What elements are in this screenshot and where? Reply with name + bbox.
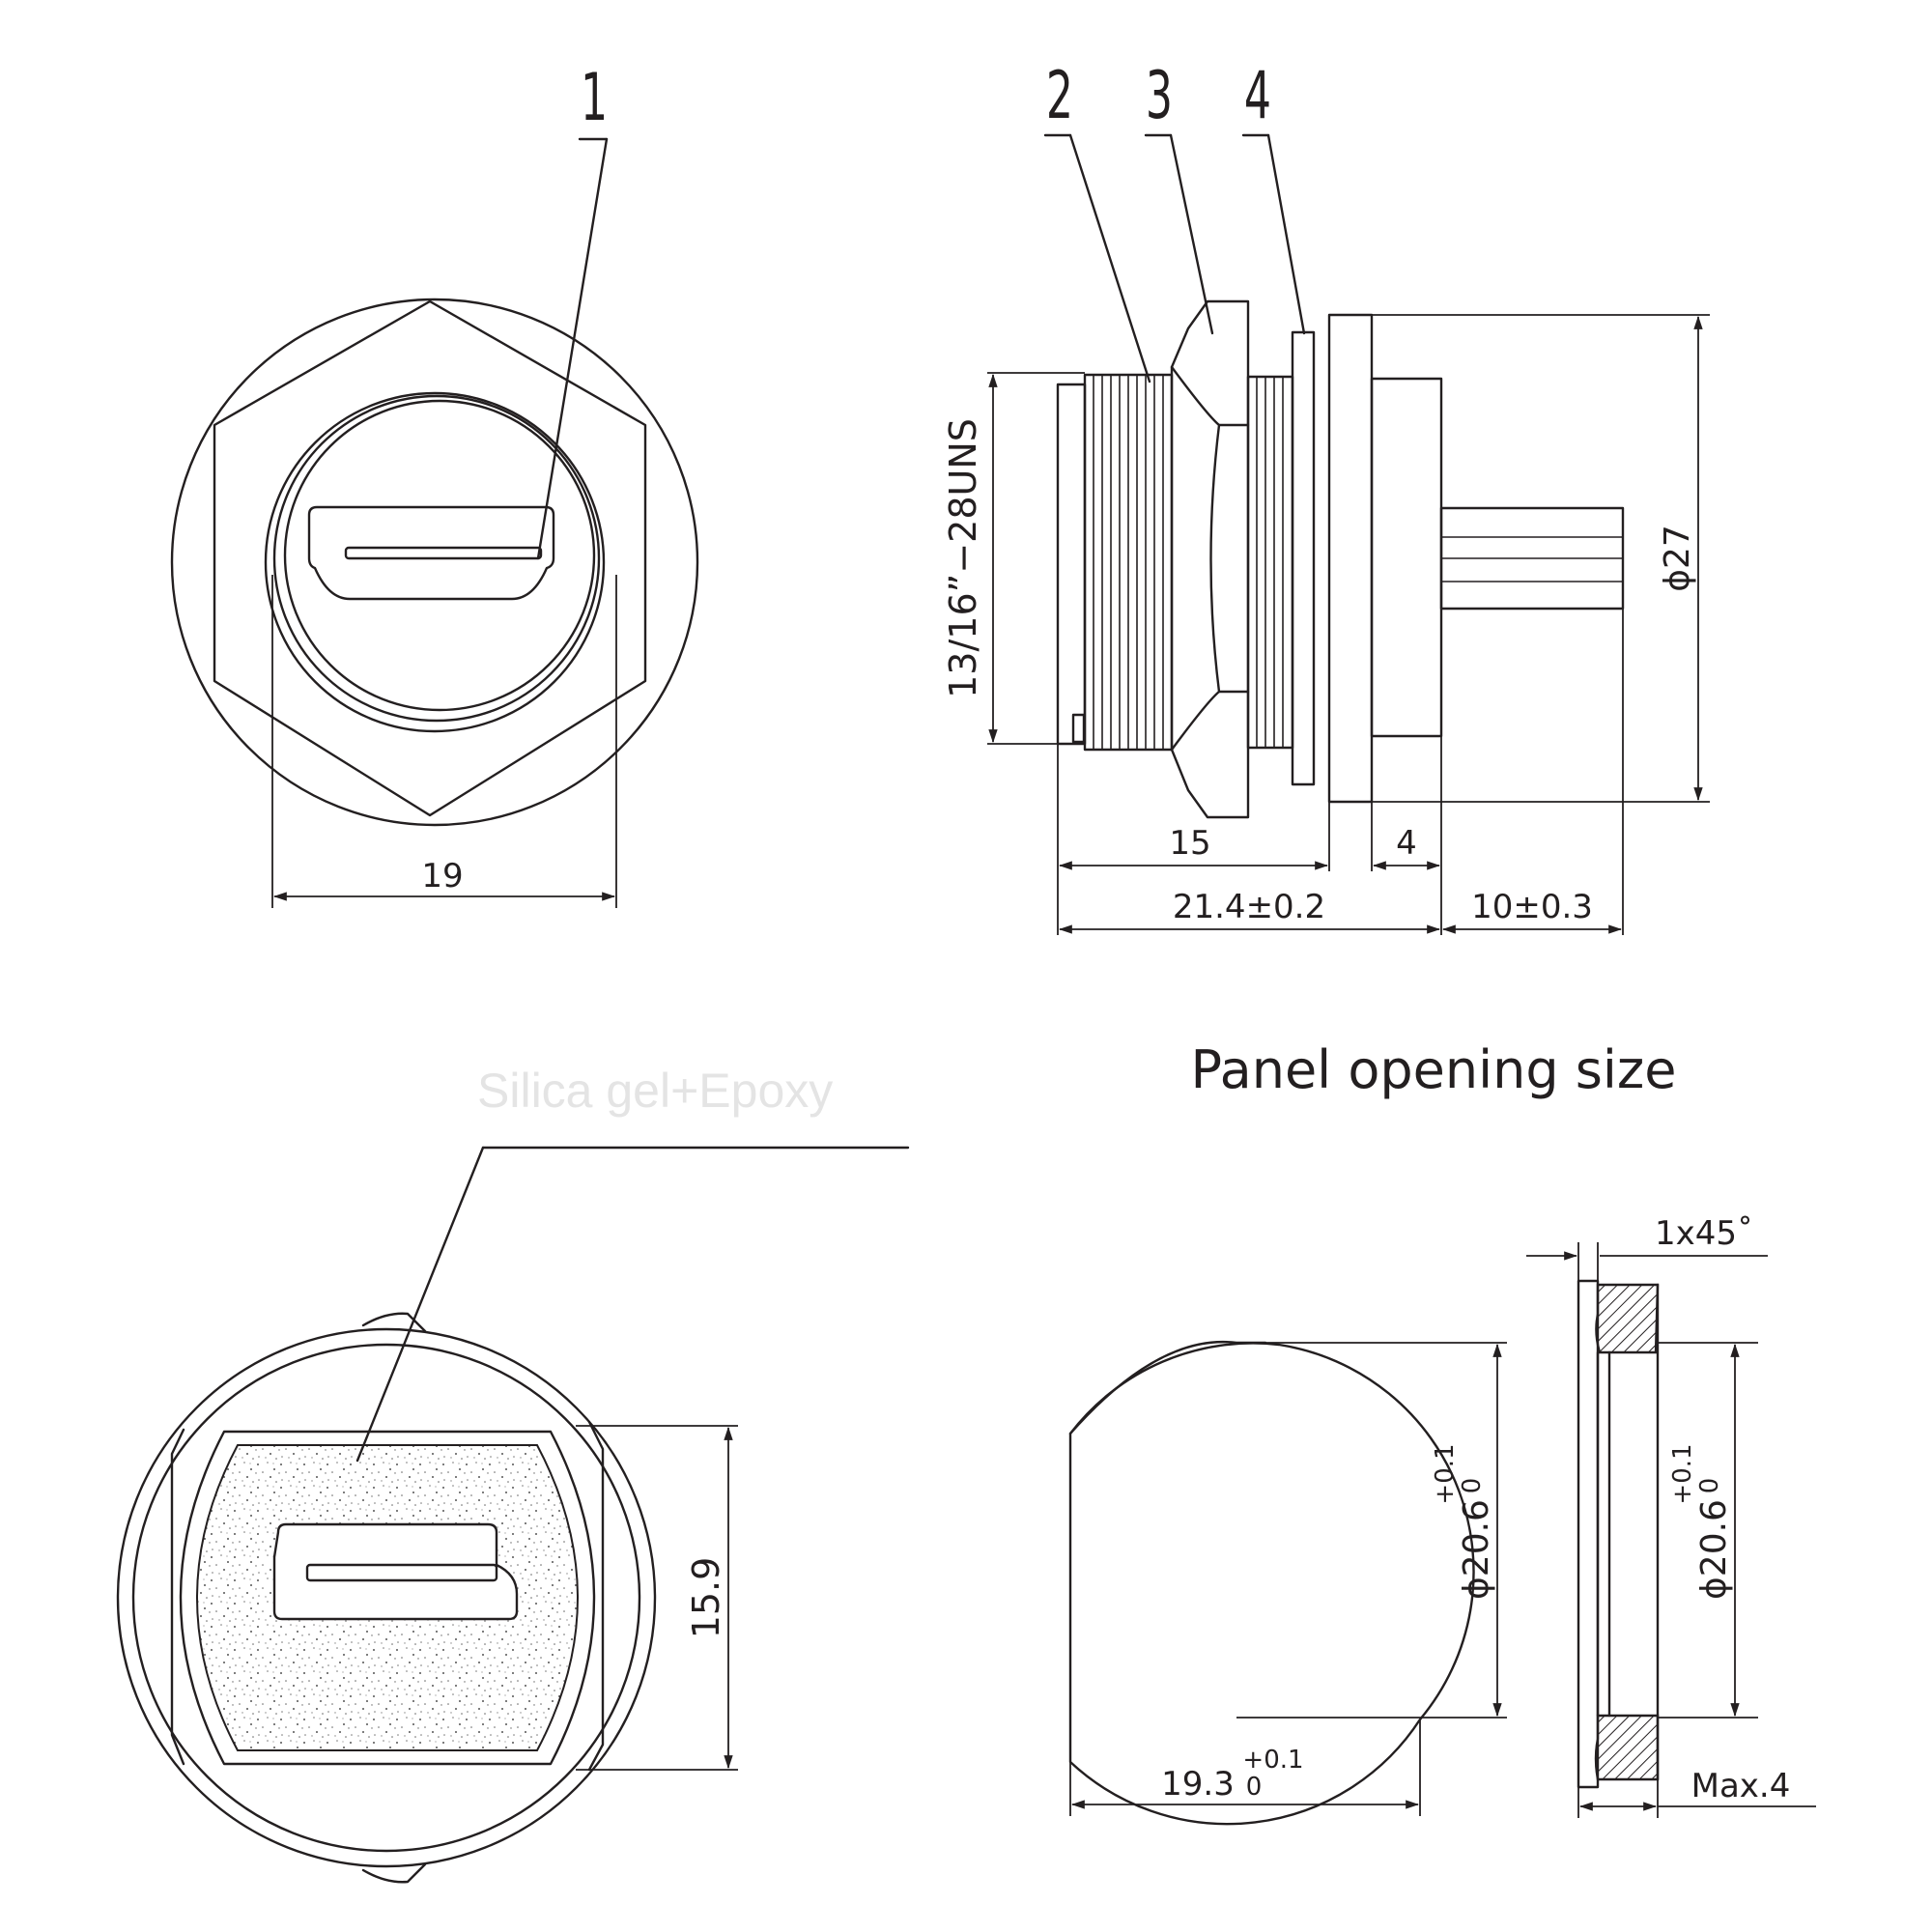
dia-20-6-b-label: ϕ20.6 [1694,1499,1734,1600]
leader-line-2 [1068,133,1151,384]
flange [1327,313,1374,804]
material-label: Silica gel+Epoxy [477,1064,833,1118]
front-ring-outer [264,391,606,733]
thread-ridges [1083,373,1294,752]
rear-body [1370,377,1443,738]
rear-view: Silica gel+Epoxy 15.9 [116,1064,910,1884]
hdmi-port-outline [307,505,555,601]
leader-line-1 [536,137,609,560]
nut-flat-curve [1209,423,1221,694]
rear-inner-circle [131,1343,641,1853]
nut-chamfer-bottom [1170,690,1250,752]
front-bezel-rim [1056,383,1087,746]
rear-hdmi-port [272,1522,519,1621]
material-leader-line [355,1146,485,1463]
dia-20-6-b-tol-lower: 0 [1695,1478,1724,1494]
part-number-4: 4 [1244,57,1271,133]
rear-hdmi-tongue [305,1563,498,1582]
dia27-label: ϕ27 [1658,525,1697,592]
bezel-notch [1071,713,1086,744]
front-ring-middle [272,394,601,723]
dim-15-label: 15 [1169,824,1210,863]
flat-tol-lower: 0 [1246,1773,1263,1802]
part-number-2: 2 [1046,57,1073,133]
d-cut-top-arc [1068,1340,1267,1435]
part-number-1: 1 [581,59,608,135]
dia-20-6-a-label: ϕ20.6 [1457,1499,1496,1600]
dim-10-label: 10±0.3 [1471,888,1593,926]
dim-4-label: 4 [1396,824,1417,863]
dia-20-6-b-group: ϕ20.6 +0.1 0 [1668,1443,1734,1600]
panel-opening-title: Panel opening size [1191,1039,1677,1100]
rear-hex-right-tab [587,1420,605,1772]
hdmi-contact-tongue [344,546,543,560]
thread-spec-label: 13/16”−28UNS [942,418,984,698]
panel-section-front [1577,1279,1600,1789]
leader-line-3 [1169,133,1214,335]
rear-hex-left-tab [170,1428,185,1766]
dim-19-label: 19 [421,857,463,895]
section-hatch-bottom [1594,1714,1660,1781]
dim-15-9-label: 15.9 [685,1557,727,1639]
panel-opening: Panel opening size ϕ20.6 +0.1 0 19.3 +0.… [1068,1039,1816,1826]
chamfer-label: 1x45˚ [1655,1214,1753,1253]
leader-line-4 [1266,133,1306,335]
front-view: 1 19 [170,59,699,908]
thread-body-right [1246,375,1294,750]
dia-20-6-a-tol-lower: 0 [1458,1478,1487,1494]
flange-outer-circle [170,298,699,827]
part-number-3: 3 [1146,57,1173,133]
dim-21-4-label: 21.4±0.2 [1173,888,1325,926]
d-cut-outline [1068,1342,1475,1826]
nut-chamfer-top [1170,365,1250,427]
max-thickness-label: Max.4 [1691,1767,1791,1805]
dia-20-6-b-tol-upper: +0.1 [1668,1443,1697,1504]
hex-nut-outline [213,299,647,817]
rear-hex-top-tab [361,1312,427,1333]
section-hatch-top [1595,1283,1660,1354]
washer [1291,330,1316,786]
rear-hex-bottom-tab [361,1862,427,1884]
side-view: 2 3 4 13/16”−28UNS ϕ27 15 4 21.4±0.2 10±… [942,57,1710,935]
hex-nut-side [1170,299,1250,819]
front-ring-inner [283,399,596,712]
flat-dim-label: 19.3 [1161,1765,1235,1804]
flat-tol-upper: +0.1 [1242,1746,1303,1775]
dia-20-6-a-group: ϕ20.6 +0.1 0 [1431,1443,1496,1600]
dia-20-6-a-tol-upper: +0.1 [1431,1443,1460,1504]
rear-outer-circle [116,1327,657,1868]
potting-outline-outer [179,1430,596,1766]
